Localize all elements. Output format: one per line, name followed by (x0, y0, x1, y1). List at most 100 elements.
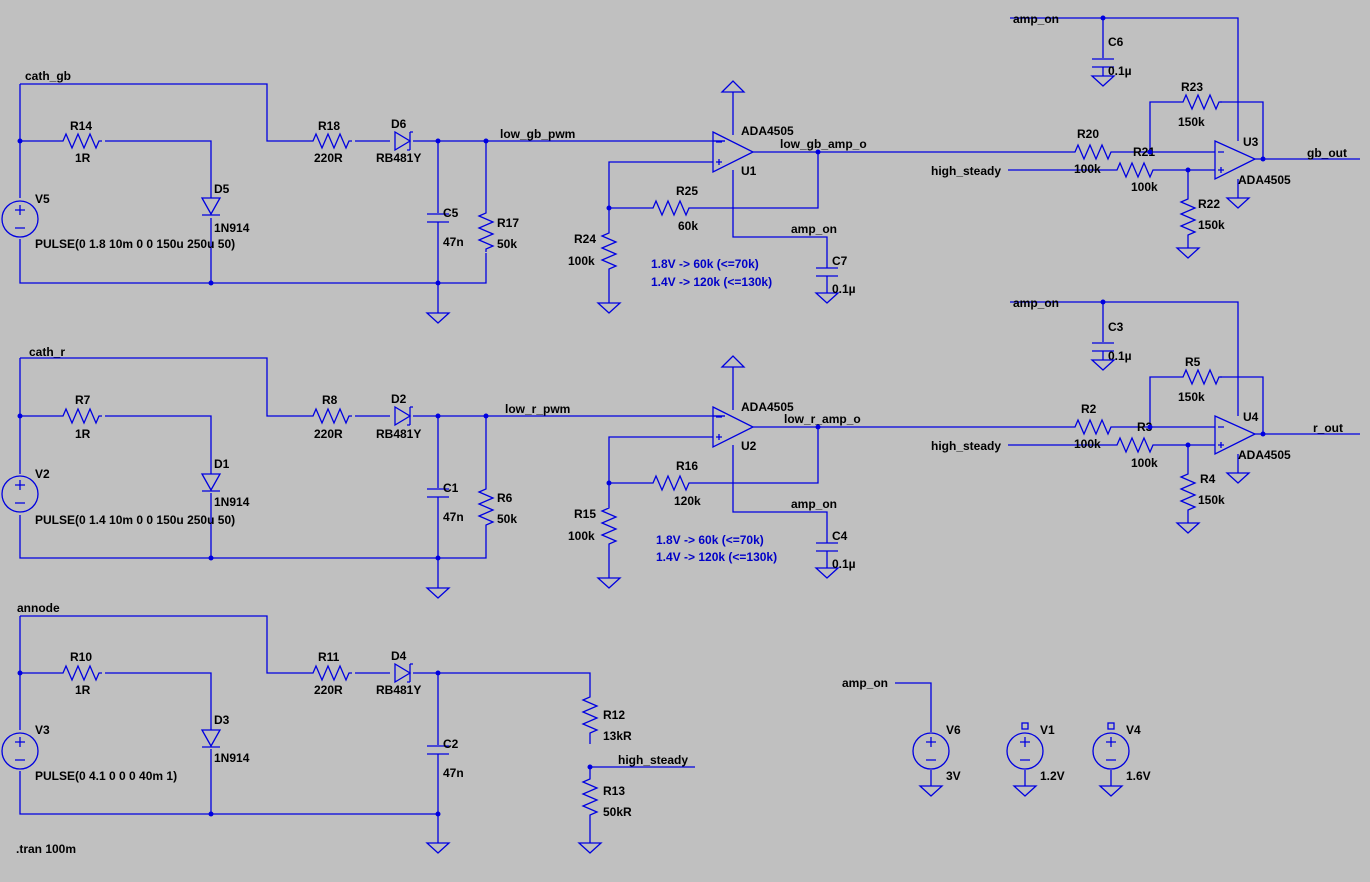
resistor-r11[interactable] (309, 665, 353, 681)
resistor-r14[interactable] (59, 133, 103, 149)
resistor-r2[interactable] (1071, 419, 1115, 435)
c6-value: 0.1µ (1108, 64, 1132, 78)
r13-value: 50kR (603, 805, 632, 819)
junction (208, 280, 214, 286)
v1-value: 1.2V (1040, 769, 1065, 783)
r12-name: R12 (603, 708, 625, 722)
d1-value: 1N914 (214, 495, 250, 509)
resistor-r18[interactable] (309, 133, 353, 149)
resistor-r15[interactable] (601, 504, 617, 548)
net-label-high-steady: high_steady (931, 439, 1001, 453)
r14-name: R14 (70, 119, 92, 133)
v1-name: V1 (1040, 723, 1055, 737)
spice-directive[interactable]: .tran 100m (16, 842, 76, 856)
opamp-u4[interactable] (1214, 414, 1257, 456)
ground-symbol (1176, 522, 1200, 534)
c3-value: 0.1µ (1108, 349, 1132, 363)
ground-symbol (919, 785, 943, 797)
junction (435, 811, 441, 817)
junction (1147, 424, 1153, 430)
capacitor-c4[interactable] (815, 542, 839, 552)
r23-value: 150k (1178, 115, 1205, 129)
v3-value: PULSE(0 4.1 0 0 0 40m 1) (35, 769, 177, 783)
resistor-r16[interactable] (649, 475, 693, 491)
junction (606, 205, 612, 211)
capacitor-c7[interactable] (815, 267, 839, 277)
r24-name: R24 (574, 232, 596, 246)
section-gb: cath_gb V5 PULSE(0 1.8 10m 0 0 150u 250u… (1, 12, 1360, 324)
resistor-r20[interactable] (1071, 144, 1115, 160)
r4-name: R4 (1200, 472, 1216, 486)
r22-value: 150k (1198, 218, 1225, 232)
resistor-r10[interactable] (59, 665, 103, 681)
r7-name: R7 (75, 393, 91, 407)
voltage-source-v3[interactable] (1, 732, 39, 770)
voltage-source-v4[interactable] (1092, 722, 1130, 770)
resistor-r13[interactable] (582, 775, 598, 819)
diode-d1[interactable] (200, 473, 222, 492)
voltage-source-v1[interactable] (1006, 722, 1044, 770)
opamp-u3[interactable] (1214, 139, 1257, 181)
d3-value: 1N914 (214, 751, 250, 765)
resistor-r6[interactable] (478, 485, 494, 529)
d4-name: D4 (391, 649, 407, 663)
c3-name: C3 (1108, 320, 1124, 334)
v4-name: V4 (1126, 723, 1141, 737)
r15-name: R15 (574, 507, 596, 521)
voltage-source-v5[interactable] (1, 200, 39, 238)
u2-name: U2 (741, 439, 757, 453)
resistor-r5[interactable] (1179, 369, 1223, 385)
net-label-high-steady: high_steady (931, 164, 1001, 178)
ground-symbol (578, 842, 602, 854)
resistor-r21[interactable] (1113, 162, 1157, 178)
ground-symbol (1226, 197, 1250, 209)
junction (17, 670, 23, 676)
r18-value: 220R (314, 151, 343, 165)
c5-name: C5 (443, 206, 459, 220)
c2-value: 47n (443, 766, 464, 780)
d5-value: 1N914 (214, 221, 250, 235)
c5-value: 47n (443, 235, 464, 249)
schottky-diode-d4[interactable] (394, 662, 413, 684)
resistor-r3[interactable] (1113, 437, 1157, 453)
resistor-r22[interactable] (1180, 195, 1196, 239)
c4-value: 0.1µ (832, 557, 856, 571)
resistor-r25[interactable] (649, 200, 693, 216)
junction (815, 424, 821, 430)
v2-name: V2 (35, 467, 50, 481)
net-label-amp-on: amp_on (1013, 296, 1059, 310)
ground-symbol (1226, 472, 1250, 484)
ground-symbol (597, 577, 621, 589)
junction (483, 413, 489, 419)
v5-name: V5 (35, 192, 50, 206)
schottky-diode-d6[interactable] (394, 130, 413, 152)
r23-name: R23 (1181, 80, 1203, 94)
ground-symbol (597, 302, 621, 314)
net-label-amp-on: amp_on (791, 497, 837, 511)
voltage-source-v6[interactable] (912, 732, 950, 770)
v6-value: 3V (946, 769, 961, 783)
schottky-diode-d2[interactable] (394, 405, 413, 427)
resistor-r23[interactable] (1179, 94, 1223, 110)
diode-d3[interactable] (200, 729, 222, 748)
wire-u2 (608, 373, 1072, 578)
diode-d5[interactable] (200, 197, 222, 216)
resistor-r8[interactable] (309, 408, 353, 424)
resistor-r4[interactable] (1180, 470, 1196, 514)
resistor-r12[interactable] (582, 693, 598, 737)
resistor-r17[interactable] (478, 209, 494, 253)
note-r-1: 1.8V -> 60k (<=70k) (656, 533, 764, 547)
resistor-r7[interactable] (59, 408, 103, 424)
voltage-source-v2[interactable] (1, 475, 39, 513)
r10-value: 1R (75, 683, 91, 697)
v5-value: PULSE(0 1.8 10m 0 0 150u 250u 50) (35, 237, 235, 251)
net-label-gb-out: gb_out (1307, 146, 1347, 160)
u4-value: ADA4505 (1238, 448, 1291, 462)
r25-name: R25 (676, 184, 698, 198)
resistor-r24[interactable] (601, 229, 617, 273)
wire-u3 (1008, 17, 1360, 248)
junction (435, 138, 441, 144)
d3-name: D3 (214, 713, 230, 727)
ground-symbol (1099, 785, 1123, 797)
